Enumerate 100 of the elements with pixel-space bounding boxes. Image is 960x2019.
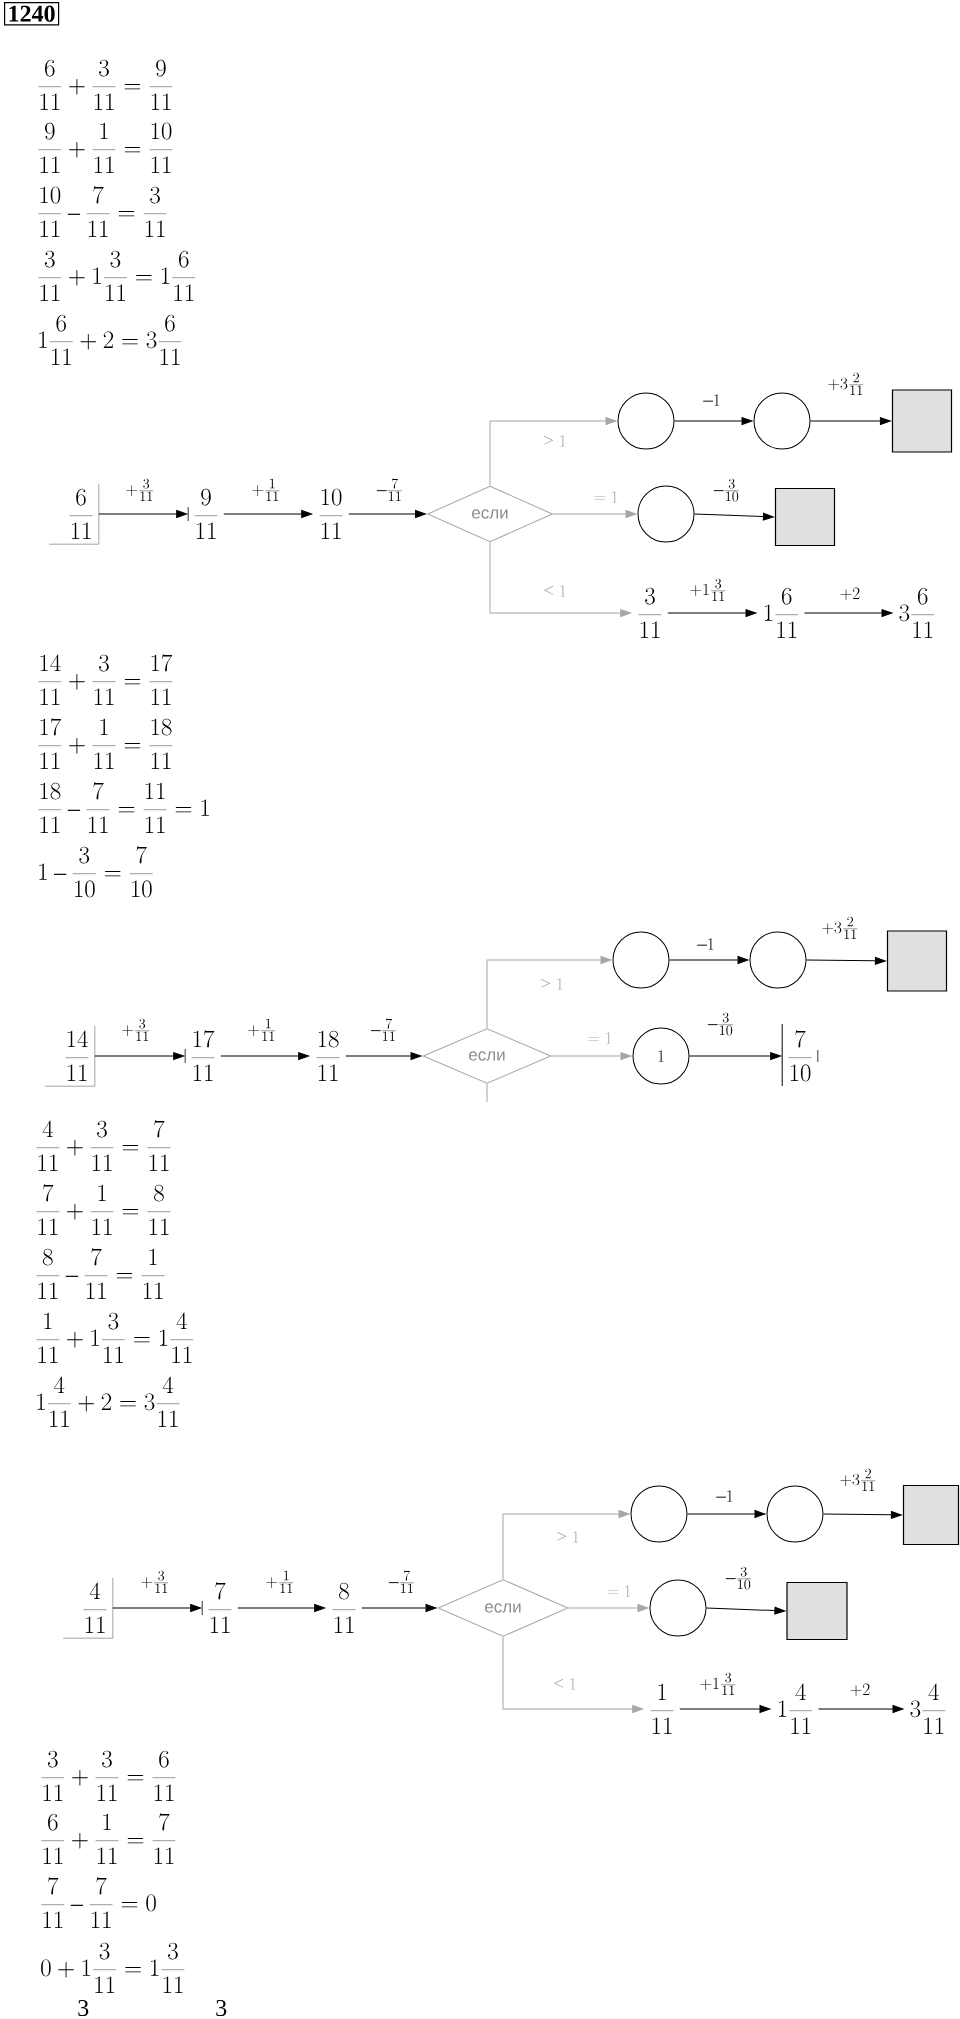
edge-label: $+3\frac{2}{11}$	[838, 1468, 878, 1493]
edge-label: $+\frac{1}{11}$	[264, 1570, 296, 1595]
arrow	[669, 956, 749, 964]
arrow	[694, 512, 774, 521]
arrow	[112, 1604, 202, 1612]
edge-label: $-\frac{7}{11}$	[388, 1570, 416, 1595]
arrow	[687, 1510, 766, 1518]
arrow	[502, 1636, 644, 1713]
equation: $\frac{1}{11}+1\frac{3}{11}=1\frac{4}{11}$	[36, 1312, 194, 1363]
edge-label: $+\frac{3}{11}$	[124, 478, 156, 503]
edge-label: $+1\frac{3}{11}$	[688, 578, 728, 603]
edge-label: $-1$	[696, 937, 716, 951]
arrow	[823, 1510, 902, 1519]
number-label: $3\frac{4}{11}$	[910, 1683, 946, 1734]
arrow	[98, 510, 188, 518]
number-label: $\frac{3}{11}$	[638, 587, 662, 638]
equation: $1\frac{6}{11}+2=3\frac{6}{11}$	[39, 314, 182, 365]
arrow	[552, 510, 637, 518]
edge-label: $-1$	[702, 393, 722, 407]
edge-label: $-\frac{3}{10}$	[707, 1012, 735, 1037]
arrow	[810, 417, 891, 425]
answer-circle	[753, 392, 811, 450]
answer-circle	[630, 1485, 688, 1543]
arrow	[223, 510, 313, 518]
equation: 3	[78, 1999, 89, 2017]
edge-label: $+\frac{1}{11}$	[246, 1018, 278, 1043]
equation: $\frac{8}{11}-\frac{7}{11}=\frac{1}{11}$	[36, 1248, 165, 1299]
edge-label: $>1$	[555, 1530, 581, 1544]
arrow	[94, 1052, 185, 1060]
arrow	[348, 510, 426, 518]
number-label: $\frac{10}{11}$	[319, 488, 343, 539]
answer-circle	[617, 392, 675, 450]
edge-label: $+\frac{3}{11}$	[120, 1018, 152, 1043]
edge-label: $>1$	[539, 977, 565, 991]
edge-label: $=1$	[605, 1584, 633, 1598]
answer-circle	[612, 931, 670, 989]
answer-box	[886, 930, 948, 992]
answer-box	[902, 1484, 960, 1546]
edge-label: $+3\frac{2}{11}$	[826, 372, 866, 397]
answer-circle	[637, 485, 695, 543]
number-label: $\frac{7}{10}$	[781, 1023, 819, 1087]
equation: $\frac{14}{11}+\frac{3}{11}=\frac{17}{11}$	[38, 654, 173, 705]
number-box: $\frac{4}{11}$	[62, 1577, 114, 1639]
arrow	[568, 1604, 649, 1612]
edge-label: $=1$	[586, 1031, 614, 1045]
arrow	[689, 1052, 782, 1060]
number-label: $\frac{1}{11}$	[650, 1683, 674, 1734]
number-label: $\frac{18}{11}$	[316, 1030, 340, 1081]
edge-label: $-\frac{7}{11}$	[370, 1018, 398, 1043]
arrow	[551, 1052, 632, 1060]
number-label: $3\frac{6}{11}$	[899, 587, 935, 638]
arrow	[486, 956, 612, 1029]
edge-label: $=1$	[592, 490, 620, 504]
equation: $\frac{17}{11}+\frac{1}{11}=\frac{18}{11}$	[38, 718, 173, 769]
number-box: $\frac{6}{11}$	[48, 483, 100, 545]
arrow	[237, 1604, 326, 1612]
number-label: $\frac{8}{11}$	[332, 1582, 356, 1633]
arrow	[679, 1705, 771, 1713]
equation: $1-\frac{3}{10}=\frac{7}{10}$	[39, 846, 153, 898]
equation: $\frac{7}{11}+\frac{1}{11}=\frac{8}{11}$	[36, 1184, 171, 1235]
equation: $\frac{6}{11}+\frac{1}{11}=\frac{7}{11}$	[41, 1813, 176, 1864]
edge-label: $-\frac{7}{11}$	[376, 478, 404, 503]
arrow	[674, 417, 753, 425]
number-label: $1\frac{4}{11}$	[778, 1683, 813, 1734]
edge-label: $<1$	[542, 584, 568, 598]
edge-label: $+2$	[848, 1682, 872, 1698]
edge-label: $+\frac{3}{11}$	[139, 1570, 171, 1595]
edge-label: $+2$	[838, 586, 862, 602]
edge-label: $+1\frac{3}{11}$	[698, 1672, 738, 1697]
arrow	[489, 542, 632, 617]
answer-circle	[766, 1485, 824, 1543]
title-box: 1240	[4, 2, 60, 26]
answer-box	[891, 389, 953, 453]
edge-label: $>1$	[542, 434, 568, 448]
number-label: $\frac{17}{11}$	[184, 1030, 215, 1081]
answer-circle	[749, 931, 807, 989]
number-label: $\frac{7}{11}$	[201, 1582, 232, 1633]
answer-box	[774, 487, 836, 547]
number-box: $\frac{14}{11}$	[44, 1025, 96, 1087]
edge-label: $<1$	[552, 1677, 578, 1691]
equation: $\frac{6}{11}+\frac{3}{11}=\frac{9}{11}$	[38, 59, 173, 110]
edge-label: $-\frac{3}{10}$	[725, 1566, 753, 1591]
number-label: $1\frac{6}{11}$	[764, 587, 799, 638]
equation: 3	[216, 1999, 227, 2017]
edge-label: $+\frac{1}{11}$	[250, 478, 282, 503]
arrow	[361, 1604, 437, 1612]
arrow	[706, 1606, 786, 1615]
arrow	[667, 609, 757, 617]
equation: $\frac{9}{11}+\frac{1}{11}=\frac{10}{11}$	[38, 122, 173, 173]
arrow	[806, 956, 886, 965]
equation: $\frac{3}{11}+1\frac{3}{11}=1\frac{6}{11}$	[38, 250, 196, 301]
answer-box	[786, 1581, 848, 1641]
arrow	[345, 1052, 422, 1060]
equation: $\frac{10}{11}-\frac{7}{11}=\frac{3}{11}$	[38, 186, 167, 237]
equation: $\frac{3}{11}+\frac{3}{11}=\frac{6}{11}$	[41, 1750, 176, 1801]
arrow	[818, 1705, 904, 1713]
arrow	[220, 1052, 310, 1060]
arrow	[502, 1510, 630, 1580]
edge-label: $+3\frac{2}{11}$	[820, 916, 860, 941]
edge-label: $-1$	[715, 1489, 735, 1503]
